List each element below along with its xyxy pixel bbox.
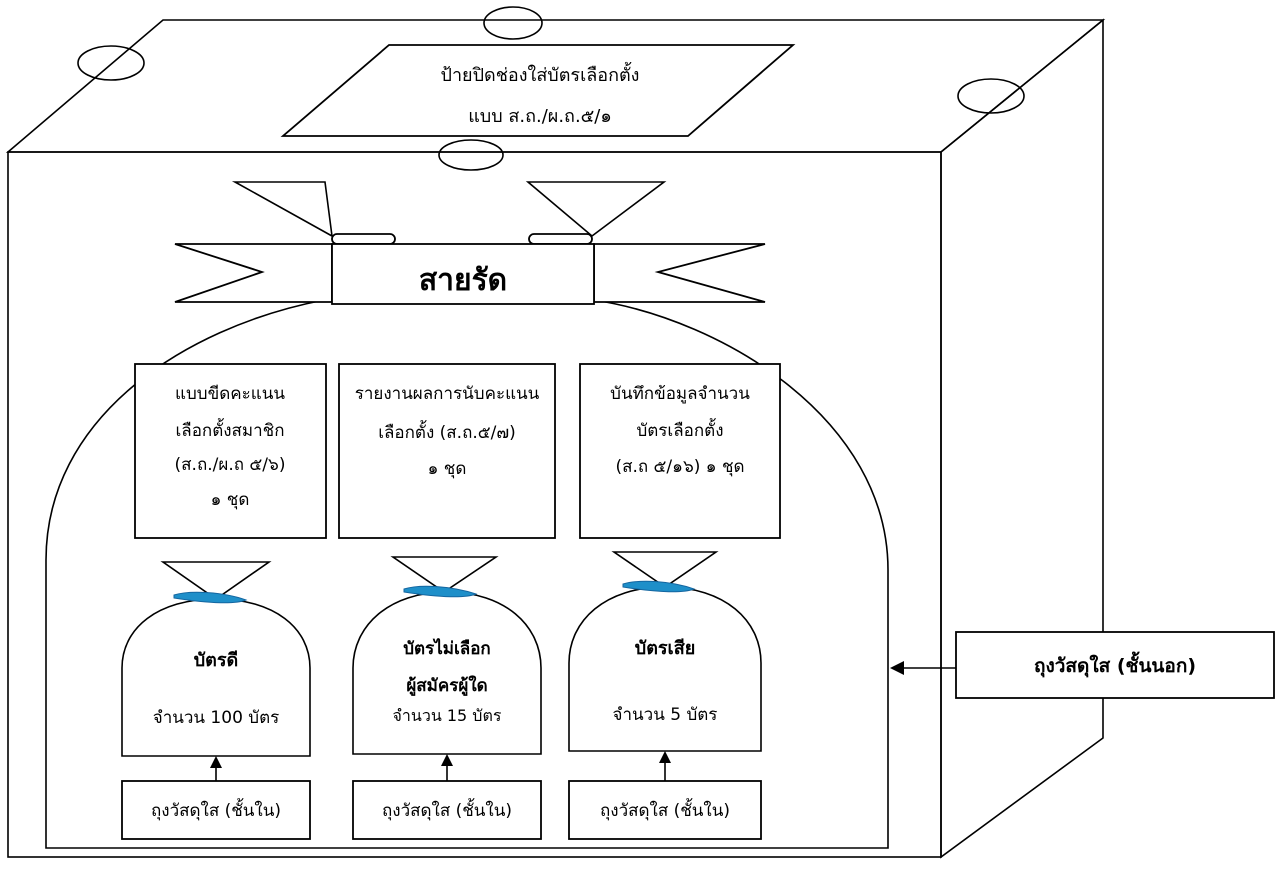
bag-knot [611,551,719,588]
document-box-count-report: รายงานผลการนับคะแนน เลือกตั้ง (ส.ถ.๕/๗) … [338,363,556,539]
inner-bag-label: ถุงวัสดุใส (ชั้นใน) [600,798,730,821]
strap-curl-left [331,233,396,245]
document-text: เลือกตั้ง (ส.ถ.๕/๗) [378,420,516,443]
document-text: (ส.ถ./ผ.ถ ๕/๖) [175,455,286,475]
bag-title: ผู้สมัครผู้ใด [406,675,487,697]
document-text: เลือกตั้งสมาชิก [175,418,284,441]
document-text: (ส.ถ ๕/๑๖) ๑ ชุด [615,457,744,477]
strap-label: สายรัด [419,263,507,298]
outer-bag-callout: ถุงวัสดุใส (ชั้นนอก) [890,631,1275,699]
inner-bag-good-ballots: บัตรดี จำนวน 100 บัตร ถุงวัสดุใส (ชั้นใน… [121,561,311,840]
bag-outline [352,591,542,755]
arrow-left-icon [890,661,904,675]
document-text: บัตรเลือกตั้ง [636,418,723,441]
tie-icon [403,585,478,598]
bag-outline [121,598,311,757]
arrow-up-icon [659,751,671,763]
bag-count: จำนวน 100 บัตร [153,708,280,728]
box-side-face [940,18,1104,859]
arrow-up-icon [210,756,222,768]
bag-outline [568,586,762,752]
strap-band [331,243,595,305]
slot-cover-label-line2: แบบ ส.ถ./ผ.ถ.๕/๑ [468,106,612,127]
bag-title: บัตรดี [194,650,238,671]
bag-title: บัตรเสีย [635,638,695,659]
strap-tail-left [174,243,333,303]
strap-curl-right [528,233,593,245]
box-front-face [7,151,942,858]
inner-bag-spoiled-ballots: บัตรเสีย จำนวน 5 บัตร ถุงวัสดุใส (ชั้นใน… [568,551,762,840]
document-box-tally-sheet: แบบขีดคะแนน เลือกตั้งสมาชิก (ส.ถ./ผ.ถ ๕/… [134,363,327,539]
strap: สายรัด [174,181,766,305]
slot-cover-label-line1: ป้ายปิดช่องใส่บัตรเลือกตั้ง [441,62,640,86]
ballot-box [5,6,1106,859]
tie-icon [173,591,248,604]
box-hole-top-left [77,45,145,81]
document-text: ๑ ชุด [428,459,467,479]
document-text: ๑ ชุด [211,490,250,510]
bag-count: จำนวน 5 บัตร [613,705,718,725]
tie-icon [622,580,696,593]
bag-knot [390,556,499,593]
bag-title: บัตรไม่เลือก [403,638,490,659]
outer-bag-label: ถุงวัสดุใส (ชั้นนอก) [1034,651,1196,678]
document-text: บันทึกข้อมูลจำนวน [610,384,750,404]
document-box-ballot-record: บันทึกข้อมูลจำนวน บัตรเลือกตั้ง (ส.ถ ๕/๑… [579,363,781,539]
arrow-up-icon [441,754,453,766]
inner-bag-label: ถุงวัสดุใส (ชั้นใน) [382,798,512,821]
slot-cover-label: ป้ายปิดช่องใส่บัตรเลือกตั้ง แบบ ส.ถ./ผ.ถ… [280,44,796,137]
strap-bow-left [231,181,333,238]
bag-knot [160,561,272,600]
bag-count: จำนวน 15 บัตร [393,706,502,725]
box-hole-top-right [957,78,1025,114]
box-hole-front [438,139,504,171]
document-text: รายงานผลการนับคะแนน [355,384,540,404]
document-text: แบบขีดคะแนน [175,384,285,404]
strap-tail-right [593,243,766,303]
strap-bow-right [525,181,667,238]
inner-bag-no-vote-ballots: บัตรไม่เลือก ผู้สมัครผู้ใด จำนวน 15 บัตร… [352,556,542,840]
inner-bag-label: ถุงวัสดุใส (ชั้นใน) [151,798,281,821]
box-hole-top-center [483,6,543,40]
